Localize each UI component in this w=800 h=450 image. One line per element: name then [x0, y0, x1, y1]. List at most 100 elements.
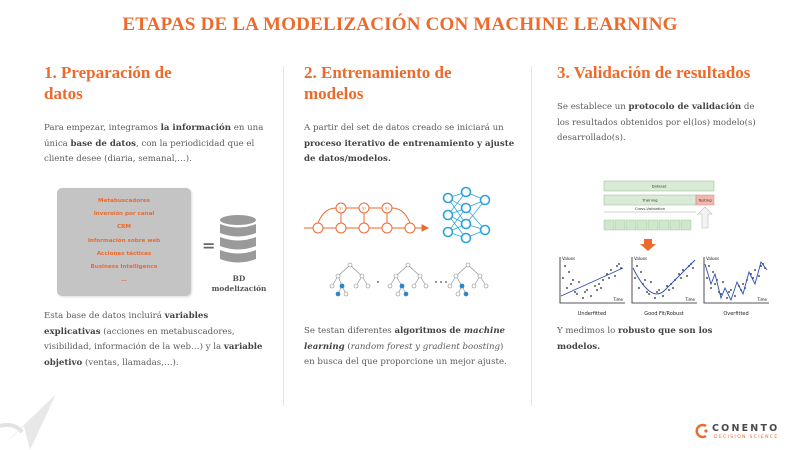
plot-point — [584, 291, 586, 293]
fit-curve — [560, 267, 624, 297]
plot-axes — [559, 257, 625, 304]
plot-point — [572, 279, 574, 281]
text-run: variables explicativas — [44, 311, 209, 337]
text-run: , con la periodicidad que el cliente des… — [44, 138, 255, 165]
text-run: Esta base de datos incluirá — [44, 311, 165, 321]
data-source-item: Información sobre web — [87, 237, 161, 244]
plot-ylabel: Values — [562, 256, 575, 261]
plot-point — [734, 295, 736, 297]
text-run: A partir del set de datos creado se inic… — [304, 123, 504, 133]
text-run: (acciones en metabuscadores, visibilidad… — [44, 326, 235, 353]
text-run: protocolo de validación — [628, 102, 742, 112]
database-label: BD modelización — [204, 274, 274, 294]
down-arrow-icon — [640, 239, 656, 251]
plot-point — [576, 293, 578, 295]
data-source-item: Acciones tácticas — [96, 250, 152, 257]
plot-point — [566, 287, 568, 289]
plot-point — [662, 295, 664, 297]
plot-point — [598, 283, 600, 285]
col3-heading: 3. Validación de resultados — [557, 63, 751, 82]
plot-ylabel: Values — [634, 256, 647, 261]
text-run: la información — [160, 123, 232, 133]
plot-point — [562, 277, 564, 279]
node-label-1: y₁ — [339, 206, 343, 211]
text-run: variable objetivo — [44, 342, 263, 368]
node-label-2: y₂ — [362, 206, 366, 211]
plot-point — [586, 289, 588, 291]
plot-point — [618, 263, 620, 265]
text-run: ) en busca del que proporcione un mejor … — [304, 341, 507, 368]
plot-axes — [703, 257, 769, 304]
page-title: ETAPAS DE LA MODELIZACIÓN CON MACHINE LE… — [122, 14, 678, 35]
plot-point — [656, 291, 658, 293]
column-divider-2 — [531, 66, 532, 406]
plot-point — [646, 291, 648, 293]
data-source-item: Metabuscadores — [98, 198, 150, 204]
text-run: Se testan diferentes — [304, 326, 395, 336]
text-run: en una única — [44, 123, 264, 149]
text-run: robusto que son los modelos. — [557, 326, 713, 352]
plot-point — [728, 291, 730, 293]
fit-curve — [704, 260, 768, 302]
equals-sign: = — [202, 236, 216, 255]
conento-logo-icon — [695, 423, 708, 439]
plot-xlabel: Time — [612, 297, 623, 302]
col1-paragraph-1: Para empezar, integramos la información … — [44, 121, 266, 168]
plot-point — [672, 287, 674, 289]
plot-point — [606, 273, 608, 275]
text-run: Para empezar, integramos — [44, 123, 161, 133]
plot-point — [742, 283, 744, 285]
col2-heading: 2. Entrenamiento de modelos — [304, 63, 452, 103]
decision-trees-icon — [329, 262, 489, 297]
plot-caption: Good Fit/Robust — [644, 311, 684, 317]
plot-point — [678, 273, 680, 275]
text-run: base de datos — [70, 138, 136, 149]
fit-curve — [632, 259, 696, 295]
plot-point — [596, 289, 598, 291]
data-source-item: Business Intelligence — [90, 264, 158, 271]
neural-network-icon — [442, 186, 491, 244]
plot-point — [760, 265, 762, 267]
plot-point — [636, 265, 638, 267]
plot-point — [680, 277, 682, 279]
data-source-item: Inversión por canal — [93, 211, 155, 218]
data-source-item: CRM — [117, 224, 131, 231]
plot-point — [710, 287, 712, 289]
plot-point — [648, 293, 650, 295]
plot-point — [574, 291, 576, 293]
text-run: de los resultados obtenidos por el(los) … — [557, 102, 756, 143]
column-divider-1 — [283, 66, 284, 406]
database-label-line1: BD — [232, 274, 246, 283]
plot-point — [654, 297, 656, 299]
plot-point — [578, 281, 580, 283]
plot-point — [730, 289, 732, 291]
plot-ylabel: Values — [706, 256, 719, 261]
plot-point — [614, 275, 616, 277]
plot-point — [666, 285, 668, 287]
decorative-compass-mark — [0, 394, 56, 450]
column-validation: 3. Validación de resultados Se establece… — [557, 62, 769, 147]
plot-point — [634, 277, 636, 279]
split-testing-label: Testing — [697, 198, 712, 203]
database-label-line2: modelización — [211, 284, 267, 293]
text-run: algoritmos de — [394, 326, 464, 336]
text-run: random forest y gradient boosting — [350, 341, 501, 352]
col1-paragraph-2: Esta base de datos incluirá variables ex… — [44, 309, 266, 371]
plot-point — [644, 279, 646, 281]
database-icon — [220, 215, 256, 263]
col3-paragraph-2: Y medimos lo robusto que son los modelos… — [557, 324, 757, 355]
plot-point — [616, 265, 618, 267]
plot-point — [590, 295, 592, 297]
text-run: Se establece un — [557, 102, 629, 112]
plot-caption: Underfitted — [577, 311, 607, 317]
plot-point — [640, 271, 642, 273]
plot-xlabel: Time — [756, 297, 767, 302]
plot-point — [570, 283, 572, 285]
plot-point — [594, 285, 596, 287]
